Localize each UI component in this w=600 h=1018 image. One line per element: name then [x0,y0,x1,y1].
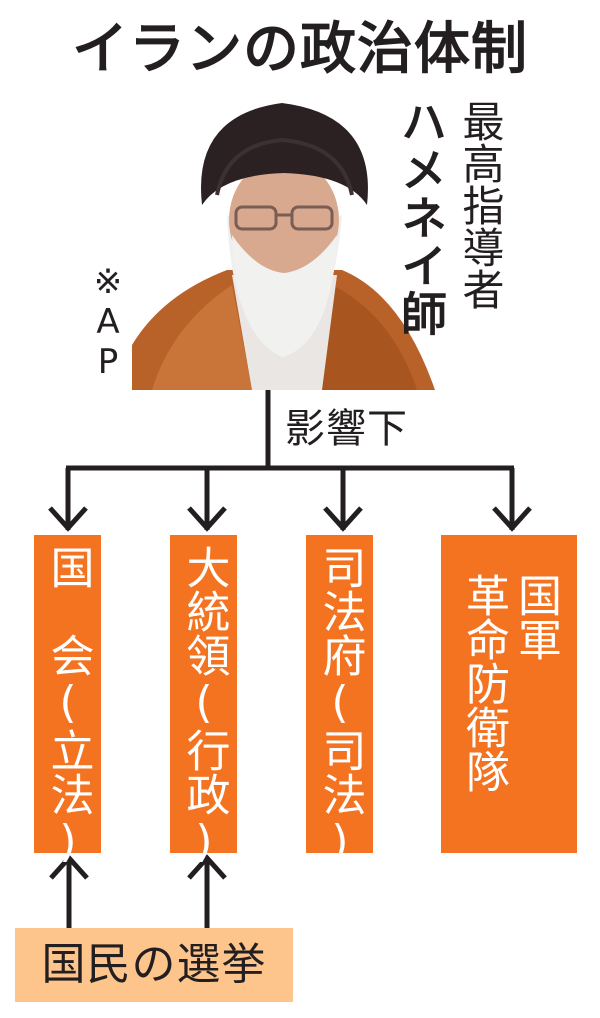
arrow-up-icon [187,854,227,880]
branch-label: 司法府(司法) [314,545,366,867]
influence-label: 影響下 [285,406,408,452]
branch-label-group: 国軍 革命防衛隊 [457,535,561,853]
leader-role: 最高指導者 [456,100,505,310]
leader-name: ハメネイ師 [394,98,448,338]
leader-photo [132,95,435,390]
branch-label: 大統領(行政) [178,545,230,867]
portrait-illustration [132,103,435,390]
branch-judiciary: 司法府(司法) [306,535,373,867]
arrow-down-icon [323,506,363,532]
branch-label-line: 国軍 [510,573,561,661]
arrow-up-icon [49,854,89,880]
branch-label-line: 革命防衛隊 [458,573,509,793]
branch-label: 国 会(立法) [42,545,94,867]
diagram-title: イランの政治体制 [72,17,528,82]
arrow-down-icon [492,506,532,532]
arrow-down-icon [48,506,88,532]
arrow-down-icon [187,506,227,532]
branch-military: 国軍 革命防衛隊 [441,535,577,853]
photo-credit: ※AP [88,262,128,382]
national-election-box: 国民の選挙 [15,928,293,1002]
branch-parliament: 国 会(立法) [34,535,101,867]
branch-president: 大統領(行政) [170,535,237,867]
election-label: 国民の選挙 [41,939,267,990]
